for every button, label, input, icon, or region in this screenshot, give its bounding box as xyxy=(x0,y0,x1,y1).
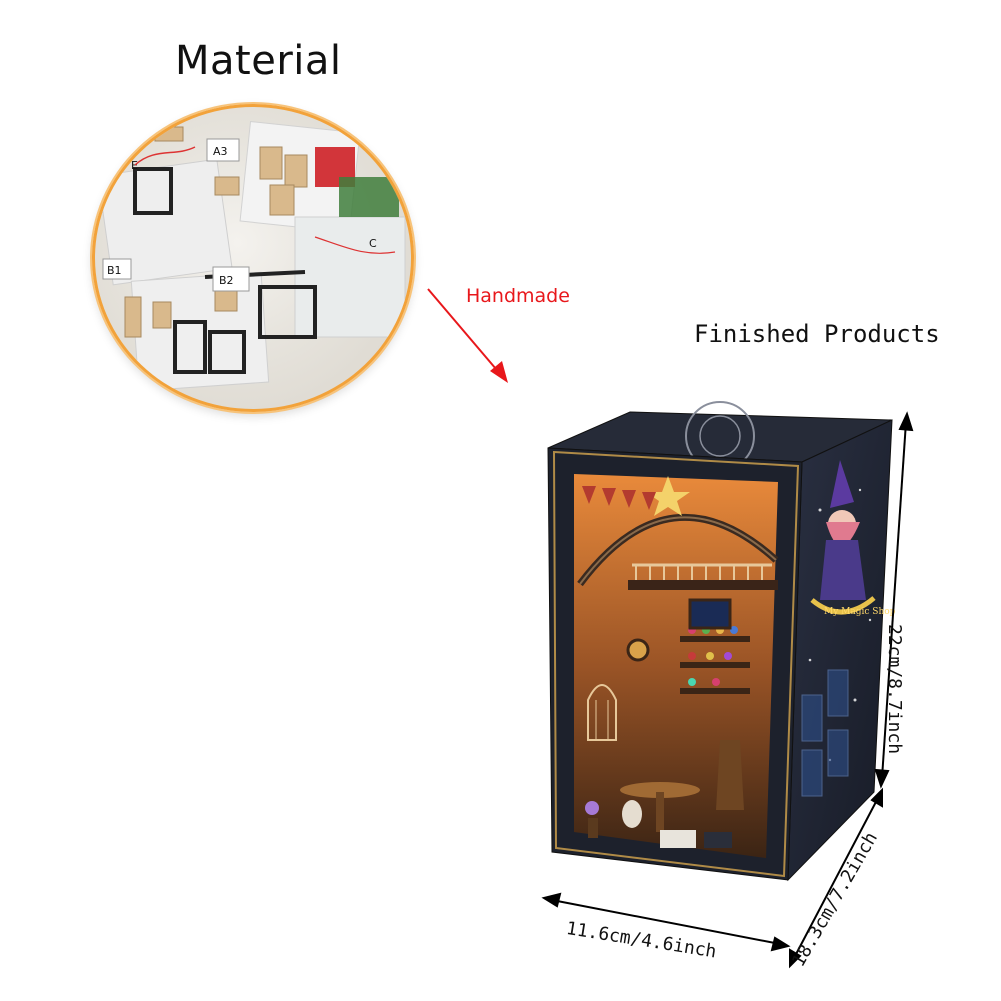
bag-label-b1: B1 xyxy=(107,264,122,277)
bag-label-e: E xyxy=(131,159,138,172)
arrow-icon xyxy=(427,288,508,383)
side-logo: My Magic Shop xyxy=(824,607,896,617)
birdcage xyxy=(587,684,617,741)
finished-product-illustration: My Magic Shop xyxy=(541,401,914,969)
height-dimension: 22cm/8.7inch xyxy=(884,624,905,755)
material-parts-illustration: A3 B1 B2 C E xyxy=(97,120,406,392)
finished-products-title: Finished Products xyxy=(694,320,940,348)
rocking-chair xyxy=(716,740,744,810)
handmade-label: Handmade xyxy=(466,285,570,307)
bag-label-c: C xyxy=(369,237,377,250)
parts-bag xyxy=(294,216,406,338)
material-photo: A3 B1 B2 C E xyxy=(92,104,414,412)
bag-label-b2: B2 xyxy=(219,274,234,287)
star-lamp xyxy=(646,476,690,516)
witch-hat xyxy=(830,460,854,508)
front-frame-border xyxy=(552,450,800,878)
bag-label-a3: A3 xyxy=(213,145,228,158)
green-parts xyxy=(339,177,399,217)
dimension-arrows xyxy=(541,411,914,969)
material-title: Material xyxy=(175,38,342,84)
